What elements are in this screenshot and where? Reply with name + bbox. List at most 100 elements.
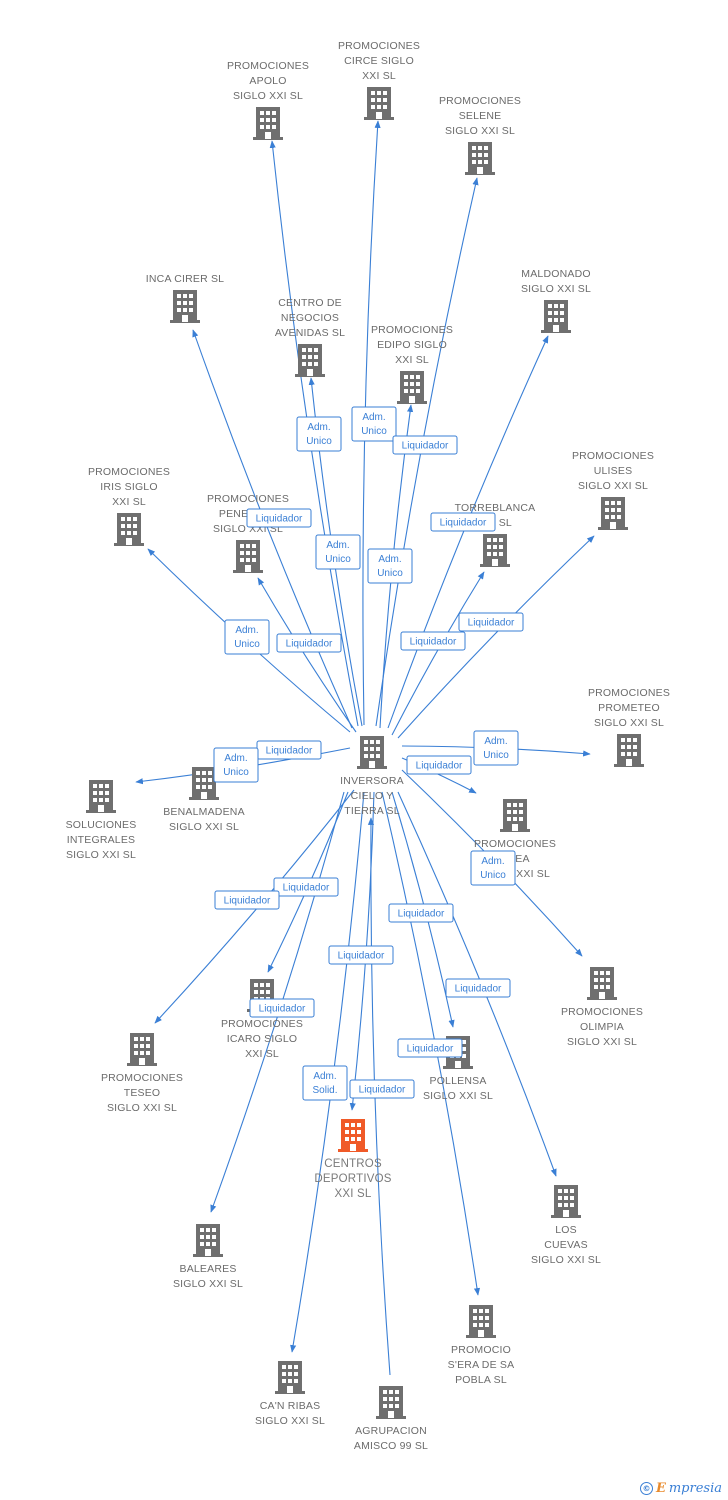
building-icon (466, 1305, 496, 1338)
node-label-line: POBLA SL (455, 1374, 507, 1386)
building-icon (275, 1361, 305, 1394)
node-label-line: XXI SL (335, 1188, 372, 1200)
role-badge[interactable]: Adm.Unico (224, 619, 270, 655)
role-badge-text: Liquidador (416, 761, 463, 772)
company-node-penelope[interactable]: PROMOCIONESPENELOPESIGLO XXI SL (207, 493, 289, 573)
node-label-line: AMISCO 99 SL (354, 1440, 428, 1452)
node-label-line: PROMOCIONES (227, 60, 309, 72)
role-badge[interactable]: Liquidador (273, 877, 339, 897)
role-badge[interactable]: Liquidador (397, 1038, 463, 1058)
building-icon (114, 513, 144, 546)
role-badge[interactable]: Liquidador (214, 890, 280, 910)
node-label-line: PROMOCIONES (588, 687, 670, 699)
role-badge[interactable]: Liquidador (246, 508, 312, 528)
company-node-torreblanca[interactable]: TORREBLANCAXXI SL (455, 502, 536, 567)
role-badge[interactable]: Liquidador (458, 612, 524, 632)
node-label-line: SIGLO XXI SL (578, 480, 648, 492)
role-badge[interactable]: Adm.Unico (315, 534, 361, 570)
node-label-line: PROMETEO (598, 702, 660, 714)
node-label-line: PROMOCIONES (474, 838, 556, 850)
building-icon (551, 1185, 581, 1218)
node-label-line: IRIS SIGLO (100, 481, 157, 493)
role-badge[interactable]: Liquidador (445, 978, 511, 998)
node-label-line: OLIMPIA (580, 1021, 624, 1033)
node-label-line: PROMOCIONES (572, 450, 654, 462)
role-badge-text: Unico (306, 436, 332, 447)
role-badge[interactable]: Adm.Unico (367, 548, 413, 584)
node-label-line: CIRCE SIGLO (344, 55, 414, 67)
role-badge[interactable]: Liquidador (256, 740, 322, 760)
building-icon (587, 967, 617, 1000)
node-label-line: ICARO SIGLO (227, 1033, 297, 1045)
role-badge-text: Liquidador (286, 639, 333, 650)
role-badge[interactable]: Adm. Unico (473, 730, 519, 766)
role-badge-text: Unico (480, 870, 506, 881)
role-badge[interactable]: Liquidador (406, 755, 472, 775)
role-badge[interactable]: Adm.Unico (351, 406, 397, 442)
node-label-line: INVERSORA (340, 775, 404, 787)
node-label-line: CUEVAS (544, 1239, 588, 1251)
role-badge[interactable]: Liquidador (400, 631, 466, 651)
role-badge-text: Unico (483, 750, 509, 761)
role-badge[interactable]: Adm.Unico (213, 747, 259, 783)
building-icon (357, 736, 387, 769)
edge-inversora-to-inca (192, 329, 353, 729)
role-badge[interactable]: Liquidador (249, 998, 315, 1018)
node-label-line: TORREBLANCA (455, 502, 536, 514)
role-badge-text: Liquidador (224, 896, 271, 907)
company-node-agrupacion[interactable]: AGRUPACION AMISCO 99 SL (354, 1386, 428, 1452)
role-badge[interactable]: Adm.Solid. (302, 1065, 348, 1101)
role-badge[interactable]: Liquidador (430, 512, 496, 532)
building-icon (193, 1224, 223, 1257)
node-label-line: CIELO Y (351, 790, 394, 802)
role-badge-text: Solid. (312, 1085, 337, 1096)
node-label-line: AGRUPACION (355, 1425, 427, 1437)
role-badge-text: Liquidador (259, 1004, 306, 1015)
role-badge[interactable]: Adm.Unico (296, 416, 342, 452)
role-badge[interactable]: Liquidador (349, 1079, 415, 1099)
role-badge-text: Liquidador (283, 883, 330, 894)
role-badge[interactable]: Liquidador (392, 435, 458, 455)
role-badge-text: Liquidador (256, 514, 303, 525)
role-badge[interactable]: Liquidador (328, 945, 394, 965)
building-icon (295, 344, 325, 377)
building-icon (127, 1033, 157, 1066)
node-label-line: S'ERA DE SA (448, 1359, 515, 1371)
building-icon (614, 734, 644, 767)
node-label-line: AVENIDAS SL (275, 327, 345, 339)
node-label-line: PROMOCIONES (338, 40, 420, 52)
role-badge[interactable]: Liquidador (276, 633, 342, 653)
role-badge[interactable]: Liquidador (388, 903, 454, 923)
company-node-inca[interactable]: INCA CIRER SL (146, 273, 224, 323)
node-label-line: BALEARES (179, 1263, 236, 1275)
building-icon (500, 799, 530, 832)
role-badge[interactable]: Adm.Unico (470, 850, 516, 886)
building-icon (364, 87, 394, 120)
role-badge-text: Unico (361, 426, 387, 437)
role-badge-text: Adm. (484, 736, 507, 747)
building-icon (397, 371, 427, 404)
